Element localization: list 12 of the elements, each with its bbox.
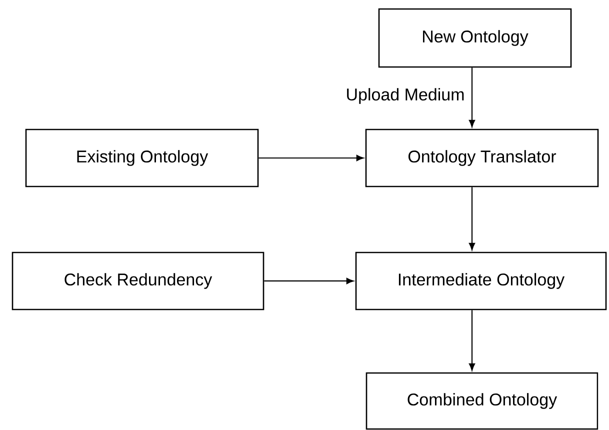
arrow bbox=[264, 278, 354, 284]
edge-label: Upload Medium bbox=[344, 87, 466, 105]
process-box: Check Redundency bbox=[12, 252, 264, 310]
process-box: Intermediate Ontology bbox=[355, 252, 607, 310]
process-box: Ontology Translator bbox=[365, 128, 599, 188]
process-box: Combined Ontology bbox=[366, 372, 598, 430]
arrow bbox=[468, 68, 476, 128]
arrow bbox=[258, 154, 364, 162]
arrow bbox=[468, 310, 476, 371]
process-box: Existing Ontology bbox=[25, 128, 259, 188]
process-box: New Ontology bbox=[378, 8, 572, 68]
arrow bbox=[468, 187, 476, 250]
